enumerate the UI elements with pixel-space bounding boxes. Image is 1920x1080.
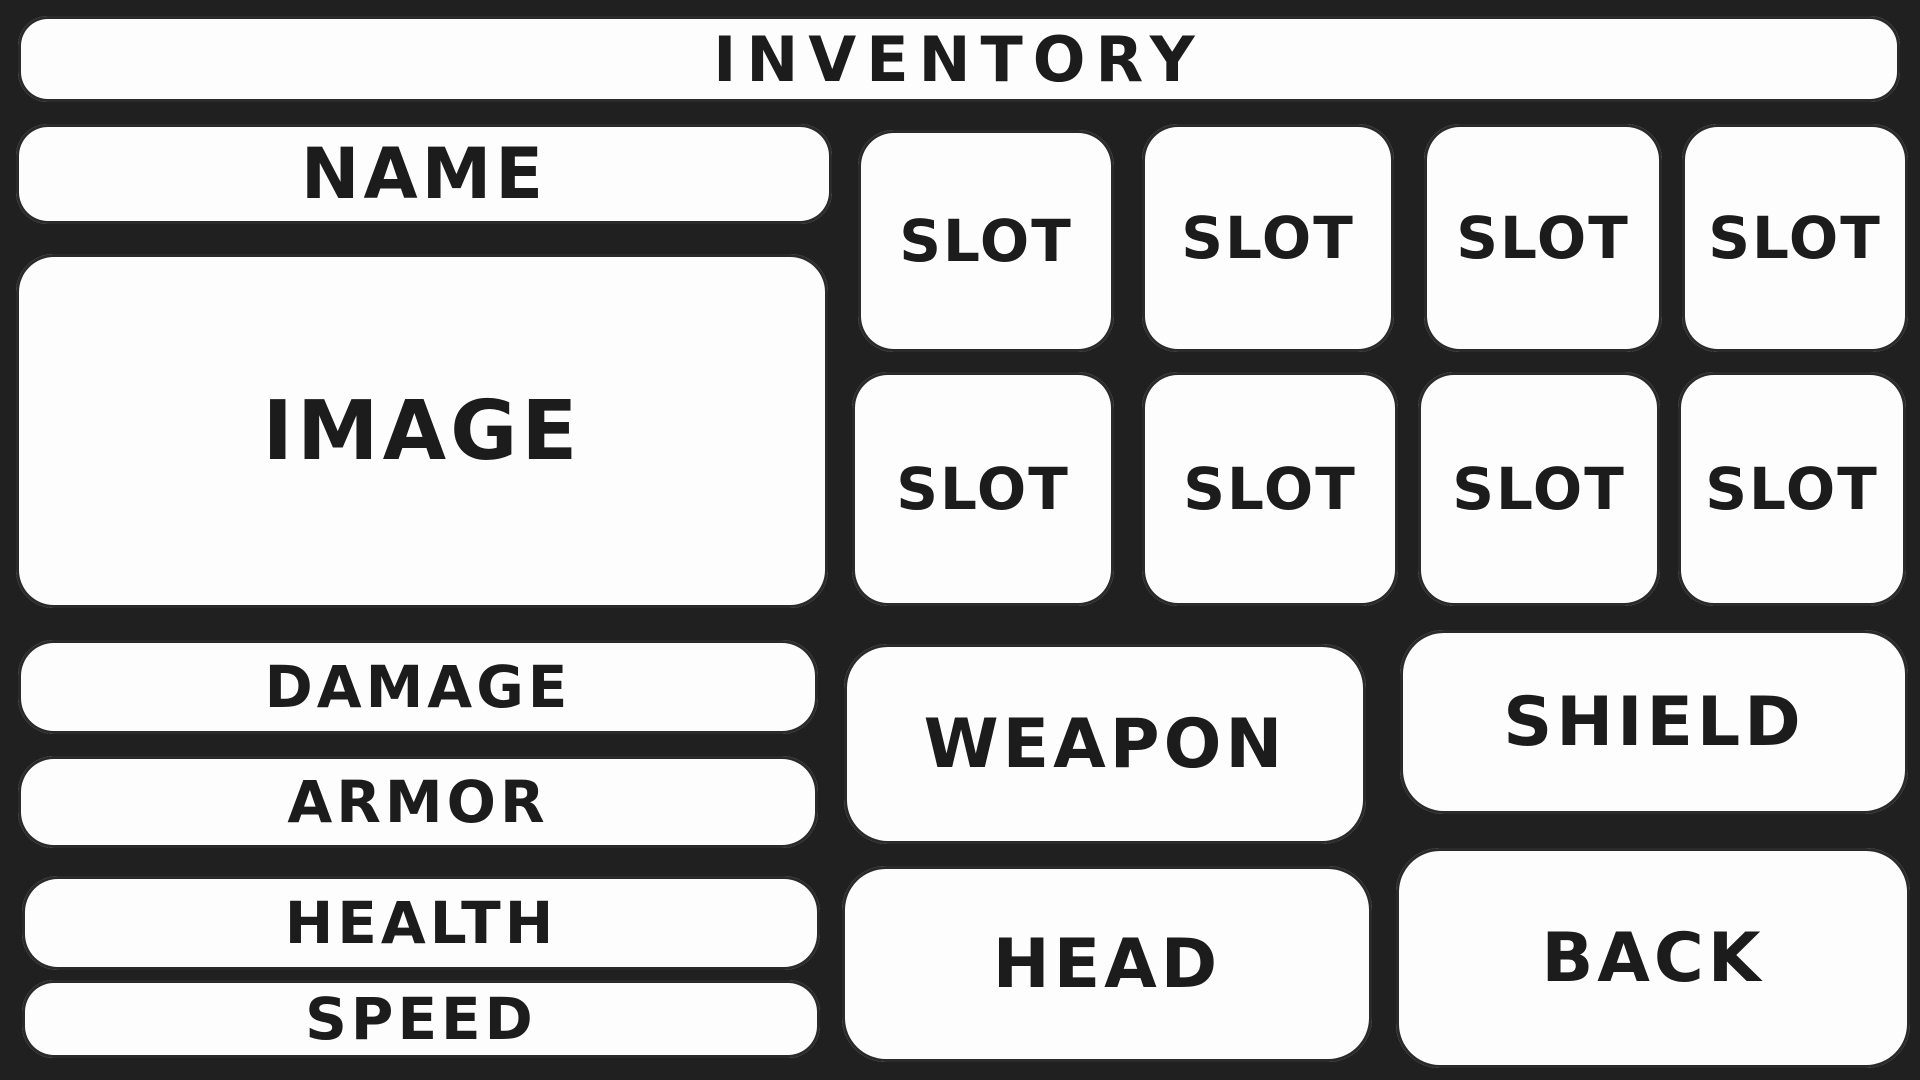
item-name-field: NAME [16, 124, 832, 224]
inventory-slot[interactable]: SLOT [858, 130, 1114, 352]
equip-back-label: BACK [1541, 918, 1765, 998]
item-image-box: IMAGE [16, 254, 828, 608]
inventory-slot[interactable]: SLOT [852, 372, 1114, 606]
slot-label: SLOT [896, 455, 1070, 523]
slot-label: SLOT [1452, 455, 1626, 523]
inventory-title-bar: INVENTORY [18, 16, 1900, 102]
equip-head-label: HEAD [992, 924, 1222, 1004]
equip-shield-label: SHIELD [1503, 682, 1805, 762]
stat-health: HEALTH [22, 876, 820, 970]
slot-label: SLOT [1183, 455, 1357, 523]
slot-label: SLOT [899, 207, 1073, 275]
stat-speed-label: SPEED [305, 985, 537, 1053]
slot-label: SLOT [1456, 204, 1630, 272]
inventory-slot[interactable]: SLOT [1142, 372, 1398, 606]
stat-armor: ARMOR [18, 756, 818, 848]
inventory-slot[interactable]: SLOT [1142, 124, 1394, 352]
stat-speed: SPEED [22, 980, 820, 1058]
stat-health-label: HEALTH [284, 889, 558, 957]
stat-damage: DAMAGE [18, 640, 818, 734]
inventory-slot[interactable]: SLOT [1678, 372, 1906, 606]
slot-label: SLOT [1708, 204, 1882, 272]
equip-head-slot[interactable]: HEAD [842, 866, 1372, 1062]
item-image-label: IMAGE [262, 383, 582, 479]
equip-weapon-label: WEAPON [923, 704, 1287, 784]
equip-shield-slot[interactable]: SHIELD [1400, 630, 1908, 814]
slot-label: SLOT [1181, 204, 1355, 272]
stat-damage-label: DAMAGE [264, 653, 572, 721]
stat-armor-label: ARMOR [287, 768, 549, 836]
item-name-label: NAME [300, 133, 548, 215]
inventory-slot[interactable]: SLOT [1424, 124, 1662, 352]
equip-back-slot[interactable]: BACK [1396, 848, 1910, 1068]
inventory-slot[interactable]: SLOT [1682, 124, 1908, 352]
inventory-title: INVENTORY [713, 22, 1205, 96]
slot-label: SLOT [1705, 455, 1879, 523]
equip-weapon-slot[interactable]: WEAPON [844, 644, 1366, 844]
inventory-slot[interactable]: SLOT [1418, 372, 1660, 606]
